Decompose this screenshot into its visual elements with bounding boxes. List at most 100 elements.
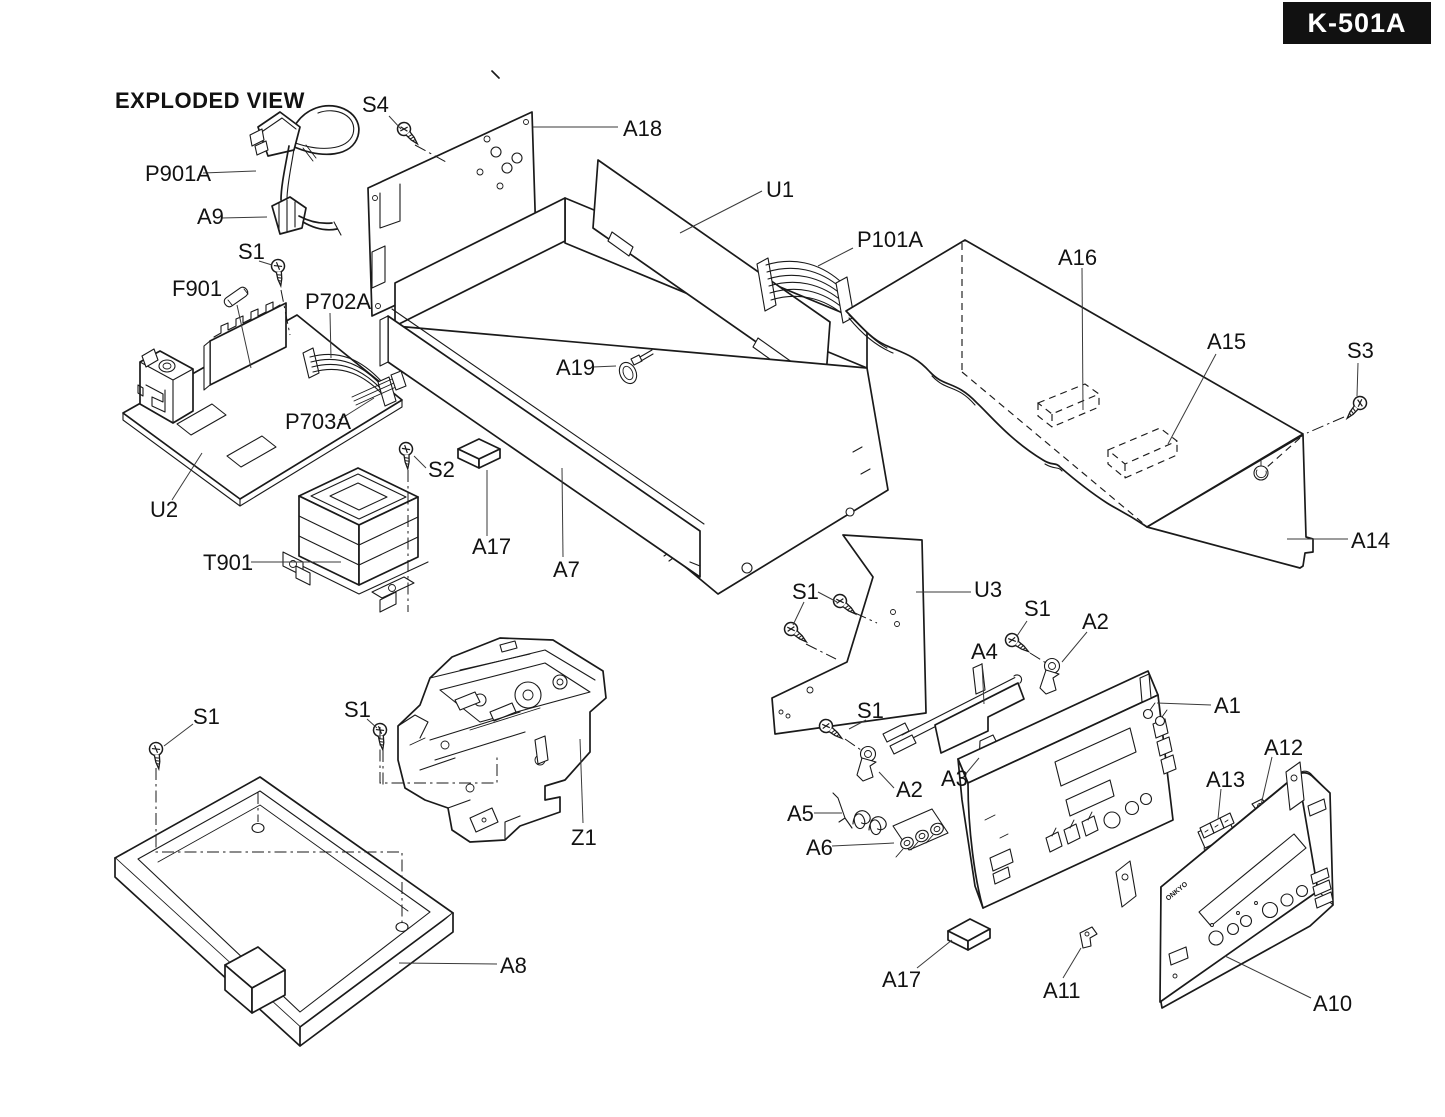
heatsink — [203, 301, 287, 391]
part-label-a1-26: A1 — [1214, 693, 1241, 718]
leader-line — [1356, 362, 1359, 397]
leader-line — [963, 757, 980, 777]
guide-lines — [155, 144, 1345, 922]
part-label-a3-29: A3 — [941, 766, 968, 791]
a1-switches — [1045, 811, 1099, 853]
leader-line — [878, 771, 895, 789]
part-label-exploded-view-0: EXPLODED VIEW — [115, 88, 305, 113]
bracket-a16-hidden — [1036, 383, 1101, 428]
leader-line — [1224, 955, 1312, 999]
part-label-u2-11: U2 — [150, 497, 178, 522]
clip-a11 — [1079, 926, 1098, 949]
model-number: K-501A — [1307, 7, 1407, 38]
strain-relief-a9 — [271, 196, 307, 235]
leader-line — [592, 365, 617, 368]
rear-panel-a18 — [367, 111, 537, 317]
lever-a2-lower — [856, 745, 877, 782]
leader-line — [398, 962, 498, 965]
screw-s4 — [394, 119, 423, 149]
part-label-z1-38: Z1 — [571, 825, 597, 850]
part-label-a12-36: A12 — [1264, 735, 1303, 760]
tray-notch — [224, 946, 286, 1014]
part-label-t901-15: T901 — [203, 550, 253, 575]
leader-line — [1167, 353, 1217, 445]
part-label-a8-37: A8 — [500, 953, 527, 978]
screw-s1-u3-right — [830, 591, 861, 620]
cover-a14 — [845, 239, 1314, 569]
front-panel-a10: ONKYO — [1115, 761, 1334, 1009]
pad-a17-left — [457, 438, 501, 469]
ac-inlet — [137, 348, 194, 424]
screw-s1-u3-left — [781, 619, 812, 648]
leader-line — [163, 723, 194, 747]
connector-a13 — [1197, 812, 1236, 854]
leader-line — [171, 452, 203, 501]
fuse-f901 — [223, 286, 249, 308]
part-label-s1-23: S1 — [1024, 596, 1051, 621]
leader-line — [413, 455, 427, 469]
part-label-p703a-10: P703A — [285, 409, 351, 434]
part-label-p702a-9: P702A — [305, 289, 371, 314]
part-label-s4-1: S4 — [362, 92, 389, 117]
part-label-a14-20: A14 — [1351, 528, 1390, 553]
leader-line — [329, 312, 332, 359]
part-label-u1-3: U1 — [766, 177, 794, 202]
leader-line — [366, 718, 378, 729]
part-label-a10-34: A10 — [1313, 991, 1352, 1016]
chassis-a7 — [379, 308, 889, 595]
part-label-a17-32: A17 — [882, 967, 921, 992]
part-label-a2-28: A2 — [896, 777, 923, 802]
part-label-a17-13: A17 — [472, 534, 511, 559]
leader-line — [817, 591, 838, 603]
leader-line — [1062, 947, 1082, 979]
leader-line — [1081, 267, 1084, 411]
screw-s1-tray — [147, 740, 166, 771]
transformer-t901 — [282, 467, 429, 613]
part-label-a7-14: A7 — [553, 557, 580, 582]
leader-line — [561, 467, 564, 558]
psu-board-u2 — [122, 286, 407, 507]
part-label-s1-22: S1 — [792, 579, 819, 604]
leader-line — [679, 190, 763, 234]
part-label-a13-35: A13 — [1206, 767, 1245, 792]
springs-a5 — [832, 792, 887, 836]
bracket-a15-hidden — [1106, 427, 1179, 479]
part-label-p901a-5: P901A — [145, 161, 211, 186]
leader-line — [1016, 620, 1028, 637]
assembly-a1 — [957, 663, 1177, 909]
part-label-s1-39: S1 — [193, 704, 220, 729]
part-label-s1-27: S1 — [857, 698, 884, 723]
part-label-s1-40: S1 — [344, 697, 371, 722]
part-label-a9-6: A9 — [197, 204, 224, 229]
part-label-a5-30: A5 — [787, 801, 814, 826]
leader-line — [848, 719, 867, 730]
screw-s2 — [398, 441, 415, 471]
leader-line — [388, 115, 402, 130]
part-label-f901-8: F901 — [172, 276, 222, 301]
part-label-a6-31: A6 — [806, 835, 833, 860]
leader-line — [1260, 756, 1273, 806]
leader-line — [220, 216, 268, 219]
screw-s1-top — [269, 257, 288, 288]
cable-tie-a19 — [618, 349, 654, 385]
part-label-u3-21: U3 — [974, 577, 1002, 602]
pad-a17-right — [947, 918, 991, 951]
mechanism-z1 — [397, 637, 607, 843]
leader-lines — [163, 115, 1359, 999]
part-label-s3-19: S3 — [1347, 338, 1374, 363]
leader-line — [338, 397, 375, 421]
leader-line — [817, 247, 854, 267]
leader-line — [981, 662, 985, 705]
screw-s3 — [1341, 393, 1370, 424]
leader-line — [1156, 702, 1212, 706]
leader-line — [831, 842, 895, 847]
leader-line — [916, 939, 953, 969]
part-label-p101a-4: P101A — [857, 227, 923, 252]
part-label-s1-7: S1 — [238, 239, 265, 264]
part-label-a4-25: A4 — [971, 639, 998, 664]
part-label-a19-16: A19 — [556, 355, 595, 380]
leader-line — [1217, 788, 1222, 820]
